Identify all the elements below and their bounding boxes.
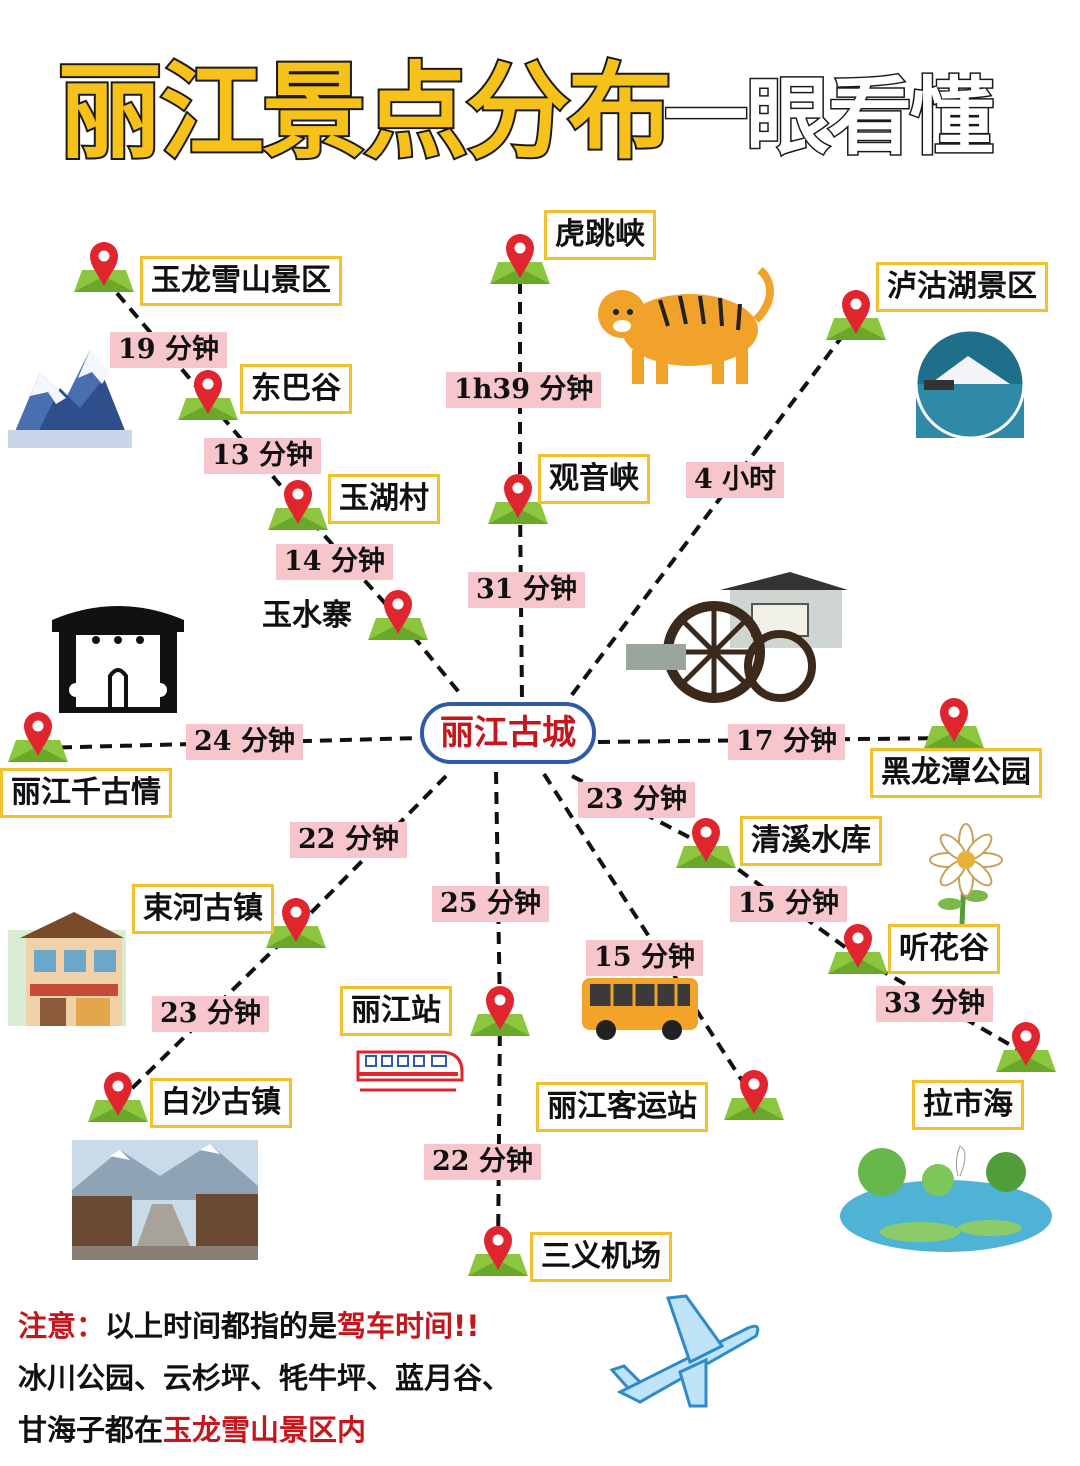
lugu-lake-icon (914, 328, 1026, 440)
ancient-building-icon (8, 912, 126, 1026)
time-qiangu: 24 分钟 (186, 724, 303, 760)
title-sub: 一眼看懂 (662, 67, 995, 168)
note-drive-time: 驾车时间!! (337, 1309, 480, 1343)
place-yushui[interactable]: 玉水寨 (262, 598, 352, 633)
time-shuhe: 22 分钟 (290, 822, 407, 858)
time-yulong-dongba: 19 分钟 (110, 332, 227, 368)
time-hutiao-guanyin: 1h39 分钟 (446, 372, 602, 408)
place-airport[interactable]: 三义机场 (530, 1232, 672, 1282)
place-baisha[interactable]: 白沙古镇 (150, 1078, 292, 1128)
place-shuhe[interactable]: 束河古镇 (132, 884, 274, 934)
place-guanyin[interactable]: 观音峡 (538, 454, 650, 504)
place-dongba[interactable]: 东巴谷 (240, 364, 352, 414)
time-shuhe-baisha: 23 分钟 (152, 996, 269, 1032)
place-yulong[interactable]: 玉龙雪山景区 (140, 256, 342, 306)
flower-icon (929, 823, 1003, 925)
note-line-1: 注意：以上时间都指的是驾车时间!! (18, 1306, 479, 1346)
time-tinghua-lashi: 33 分钟 (876, 986, 993, 1022)
wetland-lake-icon (840, 1145, 1052, 1252)
time-station-airport: 22 分钟 (424, 1144, 541, 1180)
note-scenic-area: 玉龙雪山景区内 (163, 1413, 367, 1447)
place-qingxi[interactable]: 清溪水库 (740, 816, 882, 866)
time-heilong: 17 分钟 (728, 724, 845, 760)
airplane-icon (609, 1294, 760, 1408)
note-text-3: 甘海子都在 (18, 1413, 164, 1447)
waterwheel-icon (626, 572, 848, 703)
time-station: 25 分钟 (432, 886, 549, 922)
note-warning: 注意： (18, 1309, 106, 1343)
bus-icon (582, 978, 698, 1040)
time-bus-station: 15 分钟 (586, 940, 703, 976)
time-qingxi-tinghua: 15 分钟 (730, 886, 847, 922)
street-scene-icon (72, 1140, 258, 1260)
place-station[interactable]: 丽江站 (340, 986, 452, 1036)
time-yuhu-yushui: 14 分钟 (276, 544, 393, 580)
train-icon (356, 1050, 464, 1092)
stage-icon (52, 606, 184, 713)
time-guanyin-center: 31 分钟 (468, 572, 585, 608)
page-title: 丽江景点分布 一眼看懂 (0, 40, 1080, 180)
time-dongba-yuhu: 13 分钟 (204, 438, 321, 474)
center-lijiang-old-town[interactable]: 丽江古城 (420, 702, 596, 764)
note-line-3: 甘海子都在玉龙雪山景区内 (18, 1410, 366, 1450)
tiger-icon (598, 266, 774, 384)
place-hutiao[interactable]: 虎跳峡 (544, 210, 656, 260)
time-lugu: 4 小时 (686, 462, 785, 498)
place-lashi[interactable]: 拉市海 (912, 1080, 1024, 1130)
place-tinghua[interactable]: 听花谷 (888, 924, 1000, 974)
note-line-2: 冰川公园、云杉坪、牦牛坪、蓝月谷、 (18, 1361, 512, 1395)
title-main: 丽江景点分布 (56, 50, 674, 174)
place-bus-station[interactable]: 丽江客运站 (536, 1082, 708, 1132)
place-yuhu[interactable]: 玉湖村 (328, 474, 440, 524)
place-heilong[interactable]: 黑龙潭公园 (870, 748, 1042, 798)
place-lugu[interactable]: 泸沽湖景区 (876, 262, 1048, 312)
place-qiangu[interactable]: 丽江千古情 (0, 768, 172, 818)
time-qingxi: 23 分钟 (578, 782, 695, 818)
snow-mountain-icon (8, 350, 132, 448)
note-text-1: 以上时间都指的是 (105, 1309, 338, 1343)
